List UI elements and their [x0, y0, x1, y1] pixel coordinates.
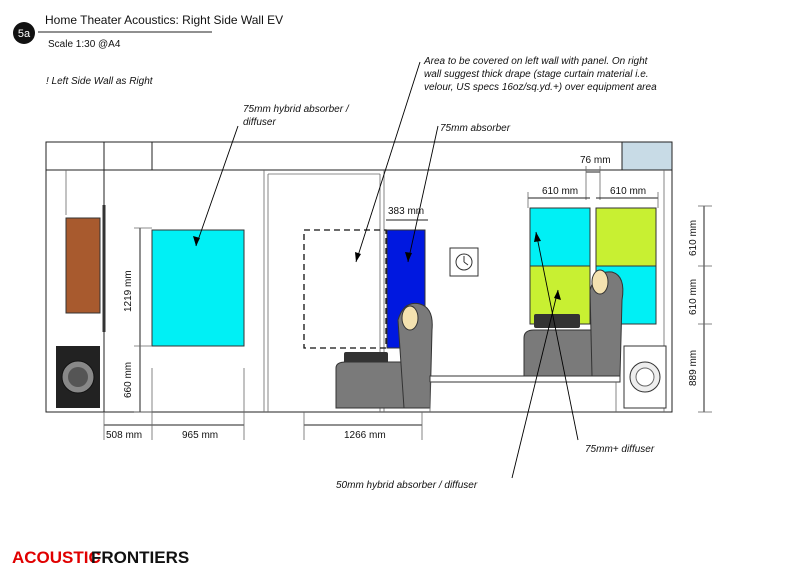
seat-rear-head: [591, 269, 609, 295]
panel-grid-top-left: [529, 207, 591, 267]
sheet-badge: [13, 22, 35, 44]
sheet-badge-label: 5a: [18, 28, 31, 40]
dim-610-top-right: 610 mm: [610, 186, 646, 197]
dim-889: 889 mm: [688, 350, 699, 386]
dim-1219: 1219 mm: [123, 270, 134, 312]
leader-hybrid75: [195, 125, 239, 247]
seat-front-back: [397, 302, 433, 409]
area-note-line2: wall suggest thick drape (stage curtain …: [424, 69, 649, 80]
window-pane: [621, 141, 673, 171]
hybrid-panel-75: [151, 229, 245, 347]
covered-area-outline: [303, 229, 387, 349]
leader-covered-area: [355, 61, 421, 263]
dim-383: 383 mm: [388, 206, 424, 217]
panel-grid-top-right: [595, 207, 657, 267]
seat-rear-headrest-top: [534, 314, 580, 328]
seat-front-head: [401, 305, 419, 331]
room-outline: [45, 141, 673, 413]
hybrid75-note-line2: diffuser: [243, 117, 276, 128]
riser-top: [429, 375, 621, 383]
wood-cabinet: [65, 217, 101, 314]
leader-hybrid50: [511, 289, 559, 479]
area-note-line1: Area to be covered on left wall with pan…: [423, 56, 649, 67]
area-note-line3: velour, US specs 16oz/sq.yd.+) over equi…: [424, 82, 657, 93]
dim-1266: 1266 mm: [344, 430, 386, 441]
brand-logo-part2: FRONTIERS: [91, 548, 189, 567]
scale-label: Scale 1:30 @A4: [48, 39, 121, 50]
left-wall-note: ! Left Side Wall as Right: [46, 76, 154, 87]
dim-965: 965 mm: [182, 430, 218, 441]
brand-logo-part1: ACOUSTIC: [12, 548, 101, 567]
absorber75-note: 75mm absorber: [440, 123, 511, 134]
dim-76: 76 mm: [580, 155, 611, 166]
dim-508: 508 mm: [106, 430, 142, 441]
page-title: Home Theater Acoustics: Right Side Wall …: [45, 13, 283, 27]
dim-610-right-top: 610 mm: [688, 220, 699, 256]
leader-diffuser75: [535, 231, 579, 441]
diffuser75-note: 75mm+ diffuser: [585, 444, 655, 455]
leader-absorber75: [407, 125, 439, 263]
dim-610-top-left: 610 mm: [542, 186, 578, 197]
dim-660: 660 mm: [123, 362, 134, 398]
dim-610-right-mid: 610 mm: [688, 279, 699, 315]
hybrid75-note-line1: 75mm hybrid absorber /: [243, 104, 350, 115]
hybrid50-note: 50mm hybrid absorber / diffuser: [336, 480, 478, 491]
